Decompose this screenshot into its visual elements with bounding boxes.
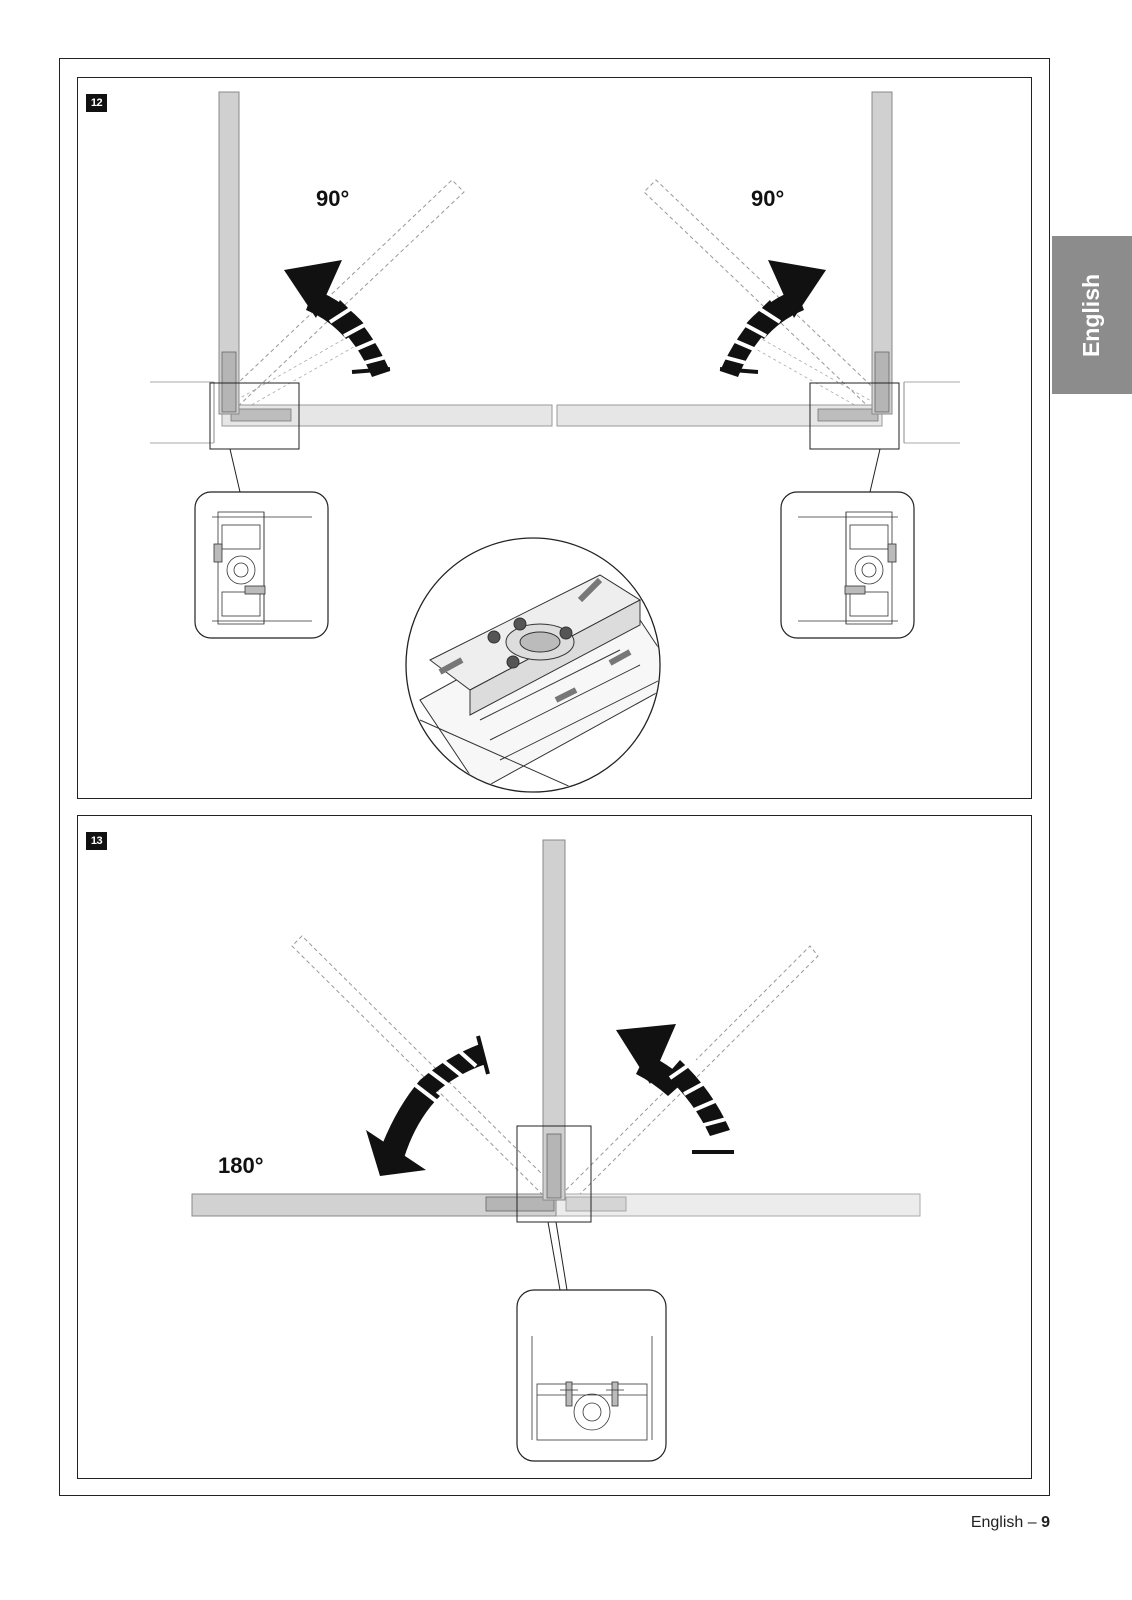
- page-footer: English – 9: [971, 1514, 1050, 1532]
- fig12-right-angle-label: 90°: [751, 186, 784, 212]
- fig12-right-gate: [557, 92, 960, 638]
- fig13-gate: [192, 840, 920, 1461]
- fig12-bracket-detail: [406, 538, 680, 800]
- language-side-tab: English: [1052, 236, 1132, 394]
- page-number: 9: [1041, 1514, 1050, 1531]
- fig12-left-angle-label: 90°: [316, 186, 349, 212]
- language-side-tab-label: English: [1079, 273, 1106, 356]
- footer-separator: –: [1023, 1514, 1041, 1531]
- footer-language: English: [971, 1514, 1023, 1531]
- fig13-angle-label: 180°: [218, 1153, 264, 1179]
